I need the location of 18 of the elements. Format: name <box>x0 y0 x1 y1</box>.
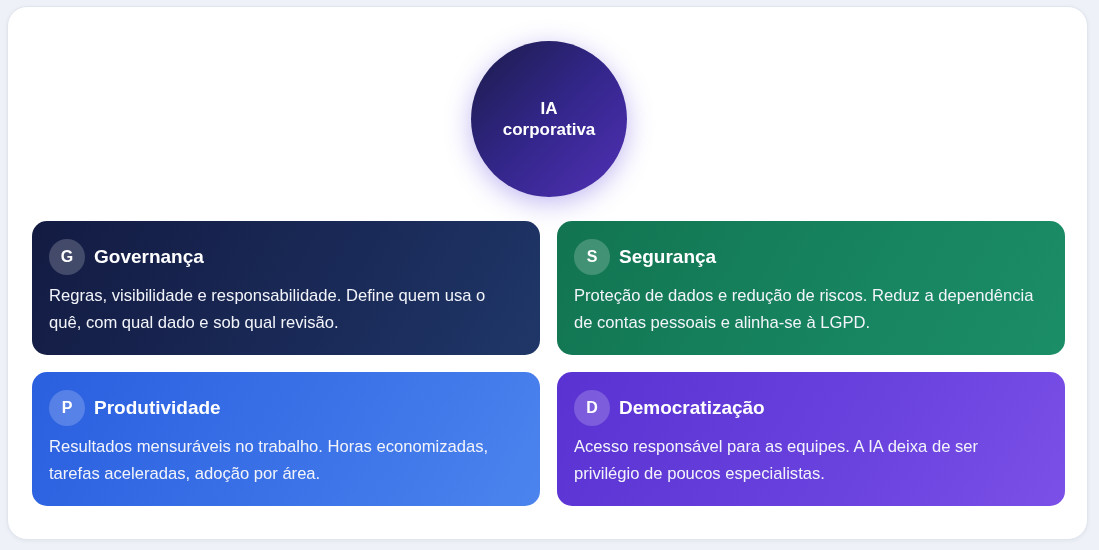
initial-badge: P <box>49 390 85 426</box>
card-heading: Democratização <box>619 397 765 419</box>
card-description: Resultados mensuráveis no trabalho. Horas economizadas, tarefas aceleradas, adoção por área. <box>49 436 490 485</box>
card-heading: Governança <box>94 246 204 268</box>
category-card <box>557 221 1065 355</box>
initial-badge: S <box>574 239 610 275</box>
card-description: Acesso responsável para as equipes. A IA deixa de ser privilégio de poucos especialistas. <box>574 436 980 485</box>
hub-label: IA corporativa <box>501 98 597 140</box>
initial-badge: G <box>49 239 85 275</box>
card-heading: Produtividade <box>94 397 221 419</box>
hub-circle <box>471 41 627 197</box>
category-card <box>32 221 540 355</box>
category-card <box>32 372 540 506</box>
card-description: Proteção de dados e redução de riscos. Reduz a dependência de contas pessoais e alinha-se à LGPD. <box>574 285 1035 334</box>
initial-badge: D <box>574 390 610 426</box>
category-card <box>557 372 1065 506</box>
card-description: Regras, visibilidade e responsabilidade. Define quem usa o quê, com qual dado e sob qual revisão. <box>49 285 487 334</box>
card-heading: Segurança <box>619 246 717 268</box>
